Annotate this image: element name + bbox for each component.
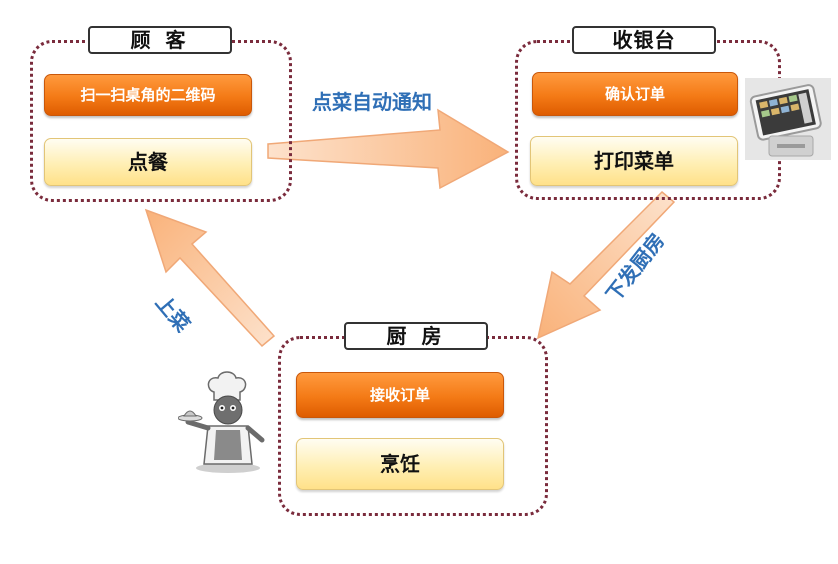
arrow-notify (267, 108, 510, 190)
confirm-order-button[interactable]: 确认订单 (532, 72, 738, 116)
scan-qr-button[interactable]: 扫一扫桌角的二维码 (44, 74, 252, 116)
pos-terminal-icon (745, 78, 831, 160)
print-menu-button[interactable]: 打印菜单 (530, 136, 738, 186)
chef-icon (178, 371, 265, 473)
customer-title: 顾 客 (88, 26, 232, 54)
arrow-serve (144, 208, 276, 348)
order-button[interactable]: 点餐 (44, 138, 252, 186)
arrow-dispatch (536, 190, 676, 340)
cashier-title: 收银台 (572, 26, 716, 54)
cook-button[interactable]: 烹饪 (296, 438, 504, 490)
receive-order-button[interactable]: 接收订单 (296, 372, 504, 418)
kitchen-title: 厨 房 (344, 322, 488, 350)
label-notify: 点菜自动通知 (312, 90, 432, 114)
